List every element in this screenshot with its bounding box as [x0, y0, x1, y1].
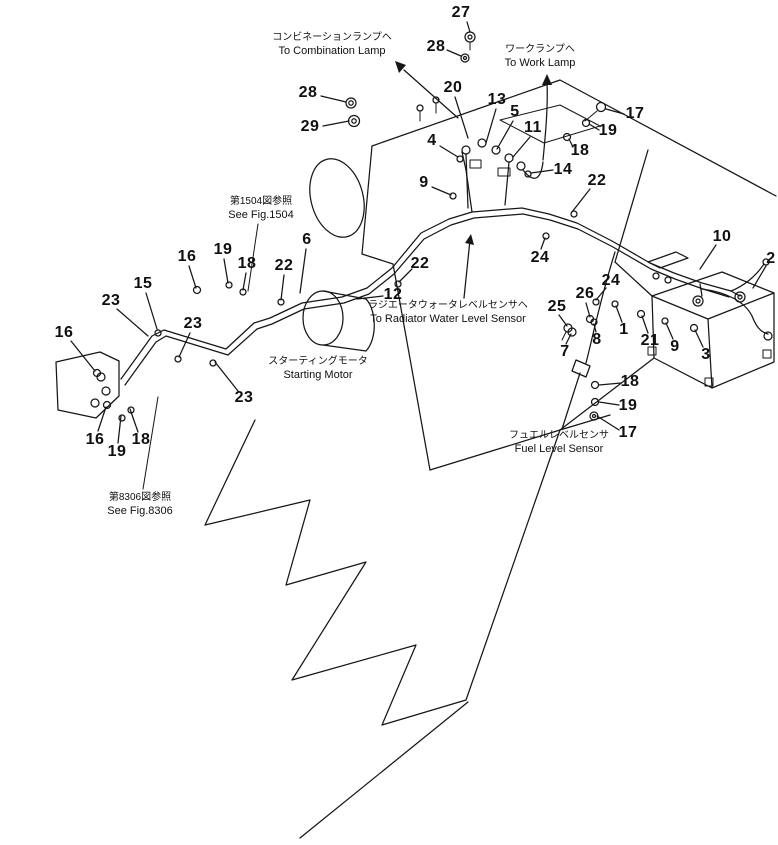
hardware-parts: [92, 31, 773, 422]
battery: [647, 271, 775, 389]
engine-block: [309, 79, 777, 471]
lower-silhouette: [204, 419, 561, 839]
starting-motor: [302, 290, 375, 352]
figure-reference-leaders: [142, 223, 259, 490]
wiring-harness: [120, 151, 769, 386]
leader-lines: [70, 21, 767, 444]
lead-arrows: [395, 61, 591, 430]
